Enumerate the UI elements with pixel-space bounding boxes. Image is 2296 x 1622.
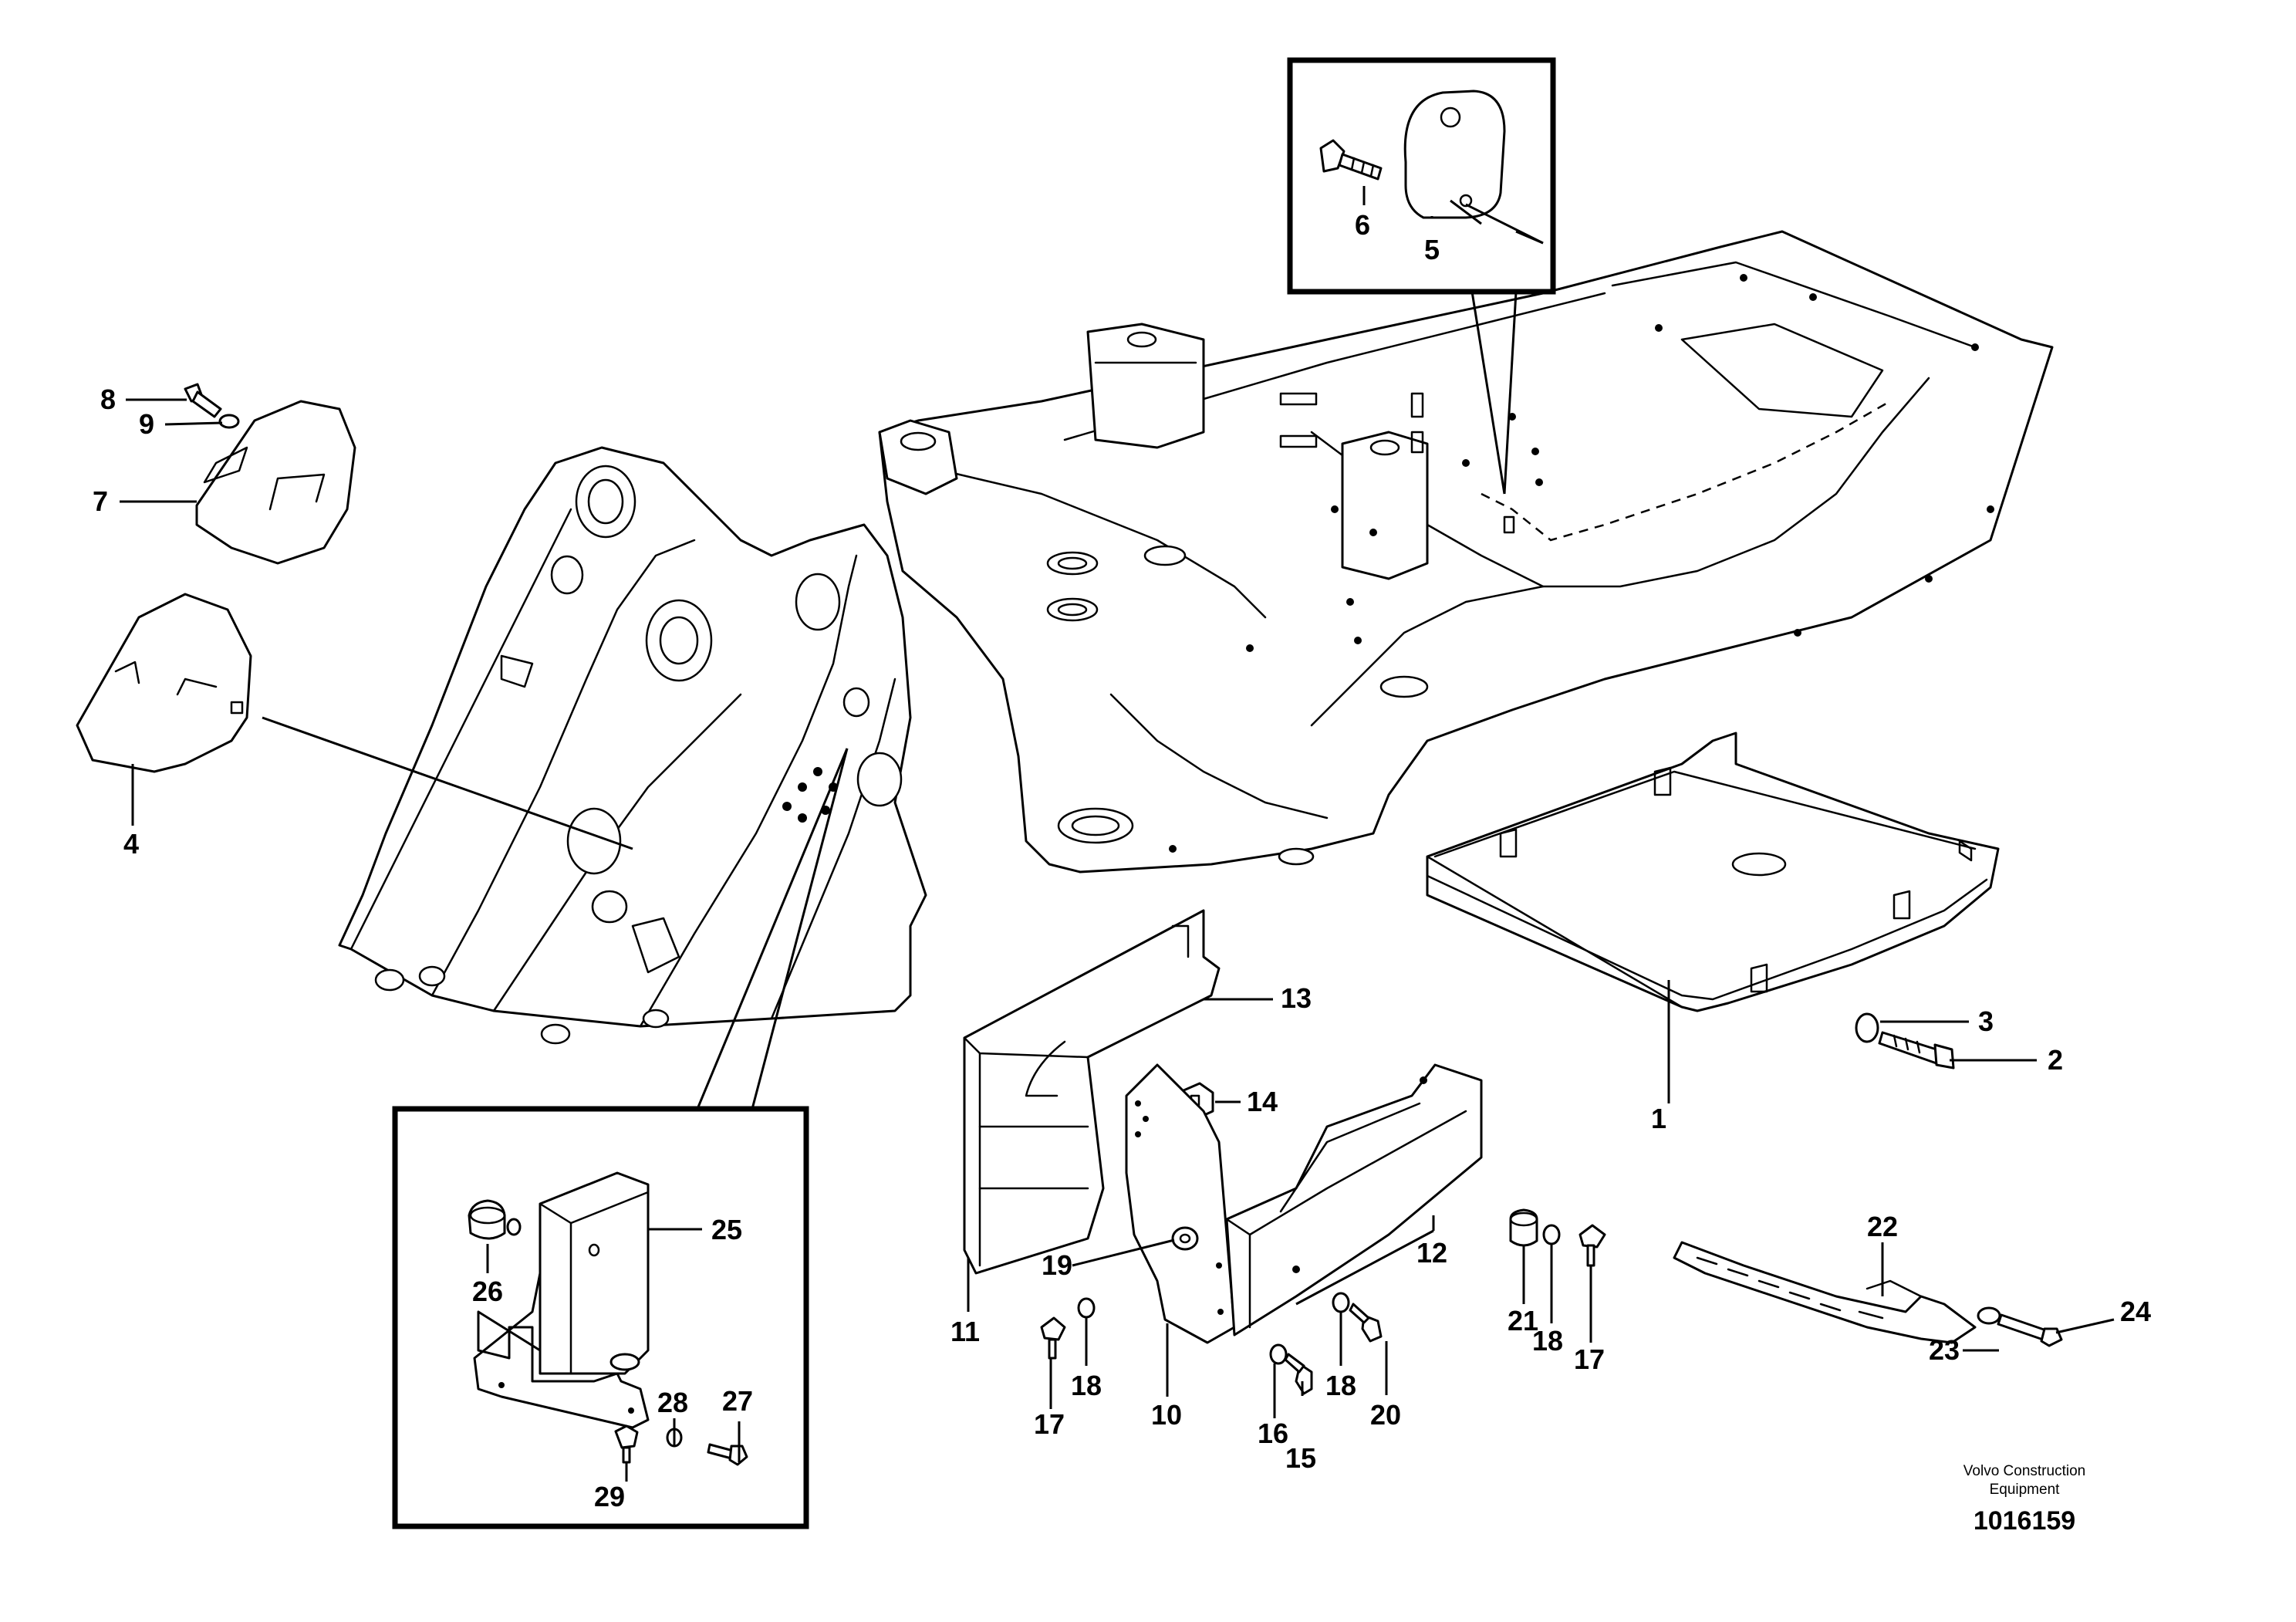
callout-18-c: 18: [1325, 1370, 1356, 1401]
part-12-right-guard: [1225, 1063, 1483, 1336]
reference-number: 1016159: [1974, 1506, 2075, 1536]
part-21-spacer: [1509, 1208, 1538, 1247]
callout-14: 14: [1247, 1086, 1278, 1117]
part-29-bolt: [614, 1424, 639, 1464]
part-18-washer-a: [1542, 1224, 1561, 1245]
callout-5: 5: [1424, 234, 1440, 265]
part-15-bolt: [1284, 1353, 1313, 1395]
callout-25: 25: [711, 1214, 742, 1245]
callout-19: 19: [1042, 1249, 1072, 1281]
callout-10: 10: [1151, 1399, 1182, 1431]
leader-lines: [120, 186, 2115, 1482]
part-16-washer: [1269, 1343, 1288, 1365]
callout-20: 20: [1370, 1399, 1401, 1431]
company-name-line2: Equipment: [1990, 1482, 2061, 1498]
company-name-line1: Volvo Construction: [1963, 1463, 2085, 1479]
callout-11: 11: [950, 1316, 980, 1347]
callout-13: 13: [1281, 982, 1312, 1014]
part-17-bolt-b: [1040, 1316, 1066, 1360]
callout-23: 23: [1929, 1334, 1960, 1366]
rear-frame: [878, 230, 2054, 874]
footer: Volvo Construction Equipment 1016159: [1963, 1463, 2085, 1536]
callout-6: 6: [1355, 209, 1370, 241]
part-19-washer: [1171, 1226, 1199, 1251]
callout-26: 26: [472, 1276, 503, 1307]
callout-7: 7: [93, 485, 108, 517]
part-22-step: [1673, 1241, 1977, 1344]
callout-8: 8: [100, 384, 116, 415]
part-13-11-left-guard: [963, 909, 1221, 1275]
callout-17-b: 17: [1034, 1408, 1065, 1440]
part-17-bolt-a: [1578, 1224, 1606, 1267]
callout-17-a: 17: [1574, 1343, 1605, 1375]
callout-1: 1: [1651, 1103, 1666, 1134]
part-4-cover: [76, 593, 252, 773]
callout-9: 9: [139, 408, 154, 440]
callout-12: 12: [1416, 1237, 1447, 1269]
part-8-9-bolt-washer: [184, 383, 240, 429]
inset-box-top: [1287, 57, 1556, 495]
part-20-bolt: [1349, 1303, 1383, 1343]
part-2-3-bolt-washer: [1855, 1012, 1955, 1070]
part-18-washer-b: [1077, 1297, 1096, 1319]
inset-box-bottom: [392, 748, 849, 1529]
callout-22: 22: [1867, 1211, 1898, 1242]
callout-4: 4: [123, 828, 139, 860]
callout-2: 2: [2048, 1044, 2063, 1076]
callout-27: 27: [722, 1385, 753, 1417]
callout-15: 15: [1285, 1442, 1316, 1474]
part-1-bottom-plate: [1426, 732, 2000, 1012]
callout-28: 28: [657, 1387, 688, 1418]
callout-labels: 1 2 3 4 5 6 7 8 9 10 11 12 13 14 15 16 1…: [93, 209, 2151, 1512]
callout-21: 21: [1508, 1305, 1538, 1336]
callout-29: 29: [594, 1481, 625, 1512]
callout-24: 24: [2120, 1296, 2151, 1327]
part-7-cover: [195, 400, 356, 565]
callout-16: 16: [1258, 1418, 1288, 1449]
part-27-bolt: [707, 1443, 748, 1466]
part-10-bracket: [1125, 1063, 1236, 1344]
callout-18-b: 18: [1071, 1370, 1102, 1401]
part-23-24-washer-bolt: [1977, 1306, 2063, 1347]
callout-18-a: 18: [1532, 1325, 1563, 1357]
callout-3: 3: [1978, 1005, 1994, 1037]
front-frame: [338, 446, 927, 1045]
part-18-washer-c: [1332, 1292, 1350, 1313]
